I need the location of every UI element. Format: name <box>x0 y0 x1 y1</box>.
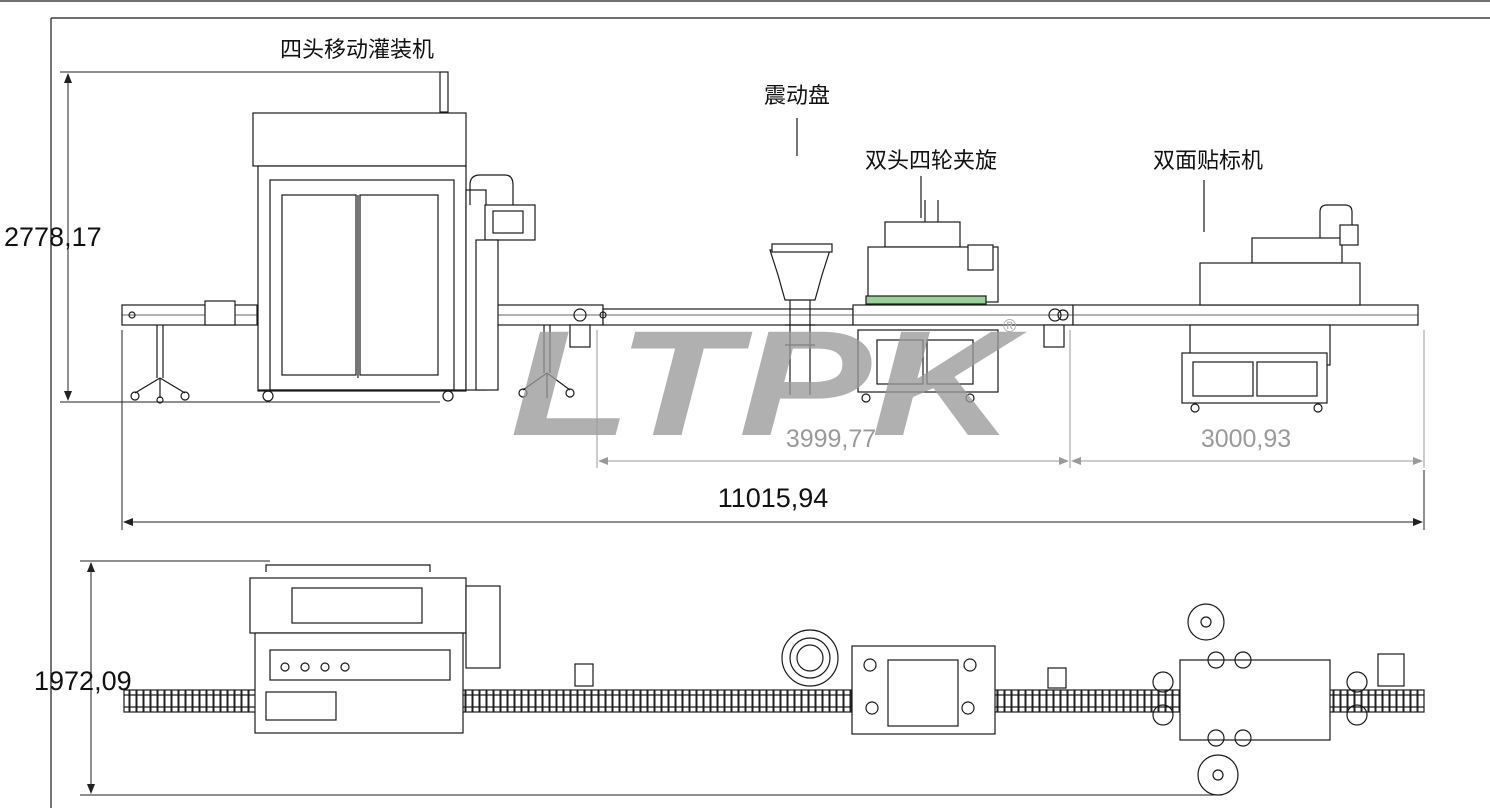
dim-top-width: 1972,09 <box>34 666 132 696</box>
vibratory-bowl-top <box>781 629 839 687</box>
conveyor-stand-mid <box>518 325 575 398</box>
dim-total-length: 11015,94 <box>718 483 829 513</box>
label-filling-machine: 四头移动灌装机 <box>280 38 434 63</box>
capping-machine-top <box>851 645 996 735</box>
conveyor-motor <box>569 308 1065 348</box>
label-labeling-machine: 双面贴标机 <box>1153 149 1263 174</box>
conveyor-stand-left <box>130 325 190 404</box>
watermark-logo: LTPK <box>510 299 1028 467</box>
length-dimensions <box>121 330 1425 530</box>
leader-lines <box>796 118 1205 232</box>
dim-side-height: 2778,17 <box>4 222 102 252</box>
capping-machine-side <box>857 200 999 403</box>
top-width-dimension <box>80 560 1220 796</box>
label-capping-machine: 双头四轮夹旋 <box>865 149 997 174</box>
registered-mark: ® <box>1003 316 1016 336</box>
vibratory-bowl-side <box>769 243 833 395</box>
filling-machine-side <box>204 71 536 402</box>
dim-labeler-length: 3000,93 <box>1201 425 1291 453</box>
side-height-dimension <box>60 71 440 403</box>
labeling-machine-side <box>1181 204 1361 413</box>
dim-capper-length: 3999,77 <box>786 425 876 453</box>
label-vibratory-bowl: 震动盘 <box>764 84 830 109</box>
filling-machine-top <box>249 564 501 734</box>
labeling-machine-top <box>574 603 1405 796</box>
